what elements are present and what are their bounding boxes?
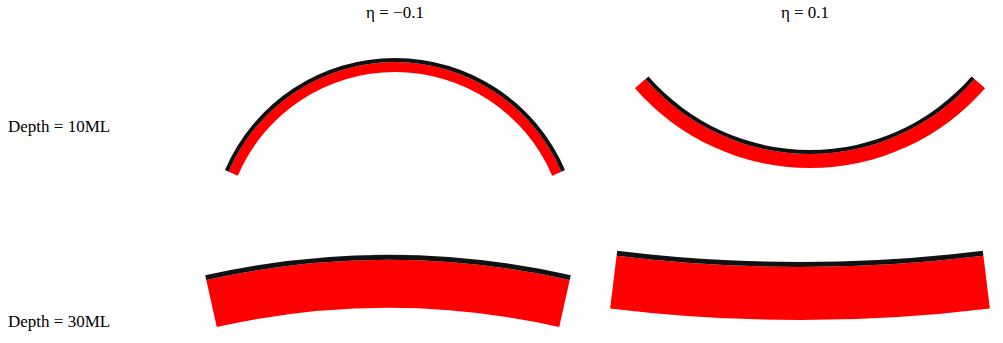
bilayer-band (635, 76, 985, 168)
row-heading: Depth = 30ML (8, 313, 110, 332)
column-heading: η = −0.1 (366, 4, 424, 23)
bilayer-band (225, 58, 565, 176)
surface-layer (645, 76, 974, 154)
bilayer-band (610, 251, 990, 320)
row-heading: Depth = 10ML (8, 118, 110, 137)
substrate-layer (229, 62, 562, 176)
surface-layer (617, 251, 984, 267)
substrate-layer (206, 260, 569, 327)
bilayer-band (205, 255, 571, 327)
surface-layer (225, 58, 565, 172)
column-heading: η = 0.1 (781, 4, 829, 23)
substrate-layer (635, 79, 985, 168)
surface-layer (205, 255, 571, 280)
